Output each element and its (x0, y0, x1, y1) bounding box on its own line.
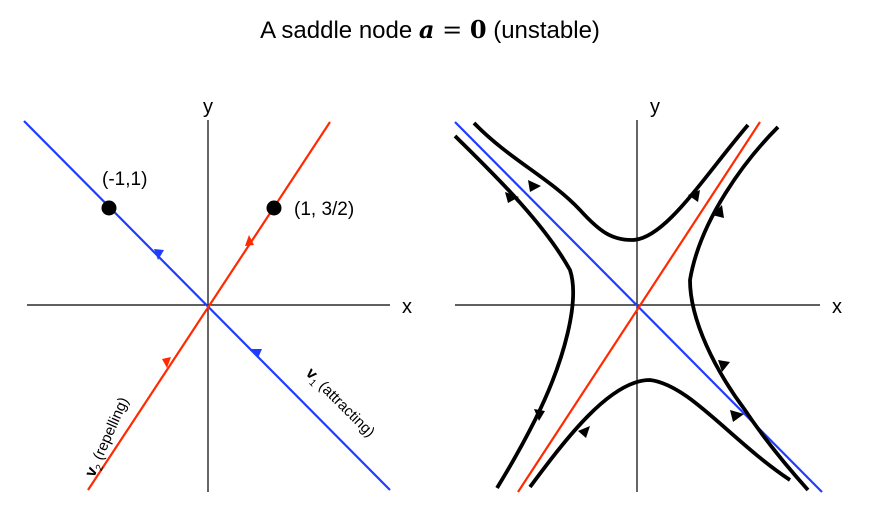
title-suffix: (unstable) (487, 17, 600, 44)
v1-text: (attracting) (312, 375, 378, 441)
v2-outward-arrow-lower (162, 357, 171, 368)
trajectory-bottom-arrow-out (578, 426, 590, 438)
point-1-3-2 (266, 200, 282, 216)
svg-text:v1 (attracting): v1 (attracting) (300, 365, 378, 443)
point-neg1-1-label: (-1,1) (102, 169, 147, 190)
title-equals: = (434, 16, 469, 44)
figure-title: A saddle node a = 0 (unstable) (260, 15, 600, 44)
title-variable-a: a (419, 15, 435, 44)
trajectory-right-arrow-out (712, 205, 724, 218)
trajectory-left (453, 134, 575, 489)
trajectory-top (472, 121, 750, 242)
left-phase-plot: x y (-1,1) (1, 3/2) v2 (repelling) v1 (a… (23, 96, 412, 492)
left-y-axis-label: y (203, 96, 213, 118)
trajectory-top-arrow-out (688, 190, 700, 202)
right-y-axis-label: y (650, 96, 660, 118)
left-x-axis-label: x (402, 296, 412, 318)
v1-inward-arrow-upper (154, 249, 164, 260)
trajectory-left-arrow-in (505, 192, 519, 203)
right-x-axis-label: x (832, 296, 842, 318)
trajectory-bottom (528, 378, 792, 489)
v1-attracting-label: v1 (attracting) (300, 365, 378, 443)
title-prefix: A saddle node (260, 17, 419, 44)
point-neg1-1 (101, 200, 117, 216)
v1-attracting-line (23, 120, 391, 491)
title-zero: 0 (470, 15, 487, 44)
v2-repelling-line (87, 121, 331, 491)
v2-repelling-label: v2 (repelling) (82, 395, 135, 481)
trajectory-top-arrow-in (528, 180, 541, 192)
point-1-3-2-label: (1, 3/2) (294, 199, 354, 220)
v2-outward-arrow-upper (245, 235, 254, 246)
svg-text:v2 (repelling): v2 (repelling) (82, 395, 135, 481)
trajectory-bottom-arrow-in (730, 410, 744, 422)
v1-inward-arrow-lower (251, 349, 262, 358)
trajectory-right (688, 125, 810, 492)
v2-subscript: 2 (94, 463, 106, 473)
trajectory-left-arrow-out (534, 409, 545, 421)
right-phase-plot: x y (453, 96, 842, 493)
right-repelling-line (517, 121, 761, 493)
trajectory-right-arrow-in (718, 360, 730, 372)
